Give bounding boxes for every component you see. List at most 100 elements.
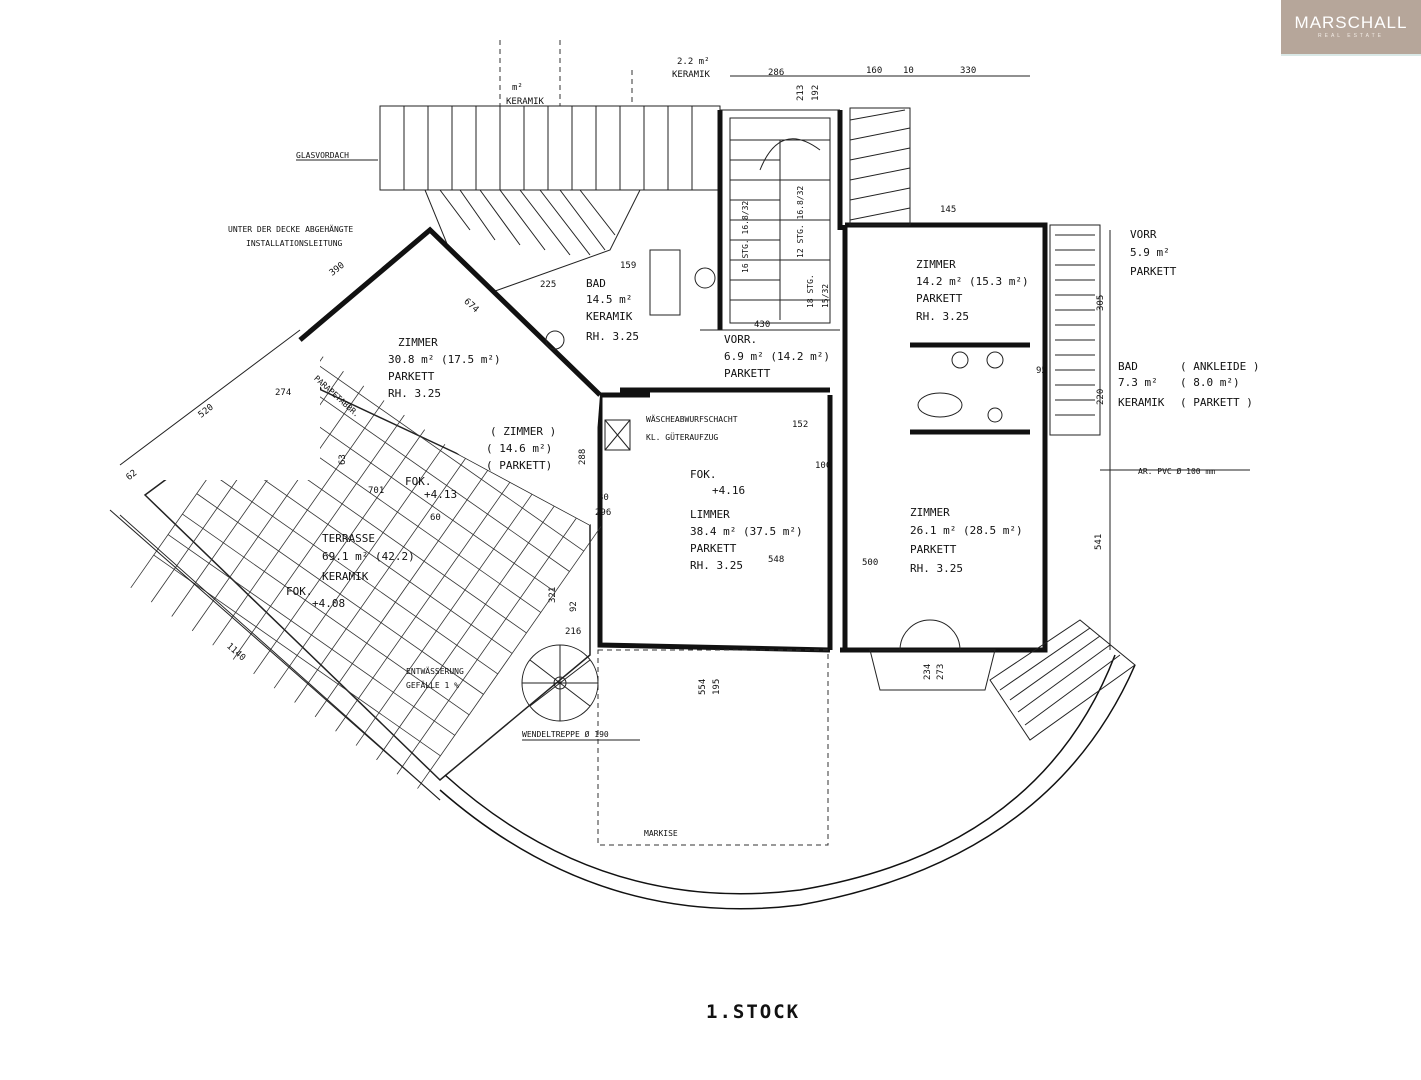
zimmer-a-floor: PARKETT	[388, 370, 435, 383]
markise-area	[597, 649, 829, 846]
dim-286: 286	[768, 68, 784, 78]
dim-152: 152	[792, 420, 808, 430]
wendeltreppe-label: WENDELTREPPE Ø 190	[522, 729, 609, 739]
dim-321: 321	[548, 587, 558, 603]
vorr-b-area: 5.9 m²	[1130, 246, 1170, 259]
vorr-a-area: 6.9 m² (14.2 m²)	[724, 350, 830, 363]
zimmer-d-floor: PARKETT	[910, 543, 957, 556]
dim-701: 701	[368, 486, 384, 496]
ar-pvc-label: AR. PVC Ø 100 mm	[1138, 466, 1215, 476]
stair-label-1: 16 STG. 16.8/32	[741, 201, 750, 273]
zimmer-d-height: RH. 3.25	[910, 562, 963, 575]
dim-60: 60	[430, 513, 441, 523]
bad-b-area: 7.3 m²	[1118, 376, 1158, 389]
zimmer-a-height: RH. 3.25	[388, 387, 441, 400]
zimmer-b-floor: ( PARKETT)	[486, 459, 552, 472]
ankleide-floor: ( PARKETT )	[1180, 396, 1253, 409]
dim-160: 160	[866, 66, 882, 76]
dim-10: 10	[903, 66, 914, 76]
zimmer-d-name: ZIMMER	[910, 506, 950, 519]
dim-500: 500	[862, 558, 878, 568]
terrasse-area: 69.1 m² (42.2)	[322, 550, 415, 563]
keramik-left-area: m²	[512, 83, 523, 93]
glass-canopy	[379, 40, 721, 191]
dim-195: 195	[712, 679, 722, 695]
fixtures	[545, 249, 1004, 451]
zimmer-a-name: ZIMMER	[398, 336, 438, 349]
zimmer-c-floor: PARKETT	[916, 292, 963, 305]
terrace-tile-grid	[130, 226, 602, 789]
stair-label-2: 12 STG. 16.8/32	[796, 186, 805, 258]
zimmer-c-area: 14.2 m² (15.3 m²)	[916, 275, 1029, 288]
ankleide-name: ( ANKLEIDE )	[1180, 360, 1259, 373]
dim-220: 220	[1096, 389, 1106, 405]
waesche-label: WÄSCHEABWURFSCHACHT	[646, 414, 738, 424]
dim-63: 63	[338, 454, 348, 465]
logo-sub: REAL ESTATE	[1318, 33, 1384, 39]
vorr-a-name: VORR.	[724, 333, 757, 346]
fok-2-value: +4.13	[424, 488, 457, 501]
dim-330: 330	[960, 66, 976, 76]
hatched-roof-area	[424, 189, 641, 301]
dim-95: 95	[1036, 366, 1047, 376]
bad-b-floor: KERAMIK	[1118, 396, 1165, 409]
limmer-height: RH. 3.25	[690, 559, 743, 572]
hatched-shaft	[849, 107, 911, 226]
dim-273: 273	[936, 664, 946, 680]
fok-2-label: FOK.	[405, 475, 432, 488]
dimension-lines	[109, 75, 1250, 801]
aufzug-label: KL. GÜTERAUFZUG	[646, 432, 718, 442]
terrasse-name: TERRASSE	[322, 532, 375, 545]
dim-554: 554	[698, 679, 708, 695]
dim-192: 192	[811, 85, 821, 101]
fok-1-label: FOK.	[690, 468, 717, 481]
limmer-area: 38.4 m² (37.5 m²)	[690, 525, 803, 538]
dim-159: 159	[620, 261, 636, 271]
installation-label-1: UNTER DER DECKE ABGEHÄNGTE	[228, 224, 353, 234]
fok-1-value: +4.16	[712, 484, 745, 497]
keramik-top-floor: KERAMIK	[672, 70, 711, 80]
zimmer-b-area: ( 14.6 m²)	[486, 442, 552, 455]
dim-288: 288	[578, 449, 588, 465]
glasvordach-label: GLASVORDACH	[296, 151, 349, 160]
zimmer-b-name: ( ZIMMER )	[490, 425, 556, 438]
vorr-a-floor: PARKETT	[724, 367, 771, 380]
zimmer-c-name: ZIMMER	[916, 258, 956, 271]
bay-window	[869, 619, 996, 691]
keramik-left-floor: KERAMIK	[506, 97, 545, 107]
dim-234: 234	[923, 664, 933, 680]
curved-balustrade	[439, 664, 1136, 910]
entwaesserung-label-1: ENTWÄSSERUNG	[406, 666, 464, 676]
dim-548: 548	[768, 555, 784, 565]
dim-541: 541	[1094, 534, 1104, 550]
main-staircase	[729, 117, 831, 324]
stair-label-4: 15/32	[821, 284, 830, 308]
vorr-b-name: VORR	[1130, 228, 1157, 241]
logo-brand: MARSCHALL	[1294, 13, 1408, 32]
right-balcony	[1049, 224, 1101, 436]
dim-213: 213	[796, 85, 806, 101]
bad-a-area: 14.5 m²	[586, 293, 632, 306]
spiral-staircase	[521, 644, 599, 722]
stair-label-3: 18 STG.	[806, 274, 815, 308]
external-stairs-right	[989, 619, 1136, 741]
dim-80: 80	[598, 493, 609, 503]
markise-label: MARKISE	[644, 829, 678, 838]
dim-100: 100	[815, 461, 831, 471]
dim-305: 305	[1096, 295, 1106, 311]
entwaesserung-label-2: GEFÄLLE 1 %	[406, 680, 459, 690]
zimmer-d-area: 26.1 m² (28.5 m²)	[910, 524, 1023, 537]
dim-390: 390	[328, 261, 347, 279]
bad-a-floor: KERAMIK	[586, 310, 633, 323]
limmer-name: LIMMER	[690, 508, 730, 521]
bad-a-name: BAD	[586, 277, 606, 290]
dim-92: 92	[569, 601, 579, 612]
dim-225: 225	[540, 280, 556, 290]
keramik-top-area: 2.2 m²	[677, 57, 710, 67]
fok-3-value: +4.08	[312, 597, 345, 610]
dim-296: 296	[595, 508, 611, 518]
vorr-b-floor: PARKETT	[1130, 265, 1177, 278]
zimmer-c-height: RH. 3.25	[916, 310, 969, 323]
dim-430: 430	[754, 320, 770, 330]
